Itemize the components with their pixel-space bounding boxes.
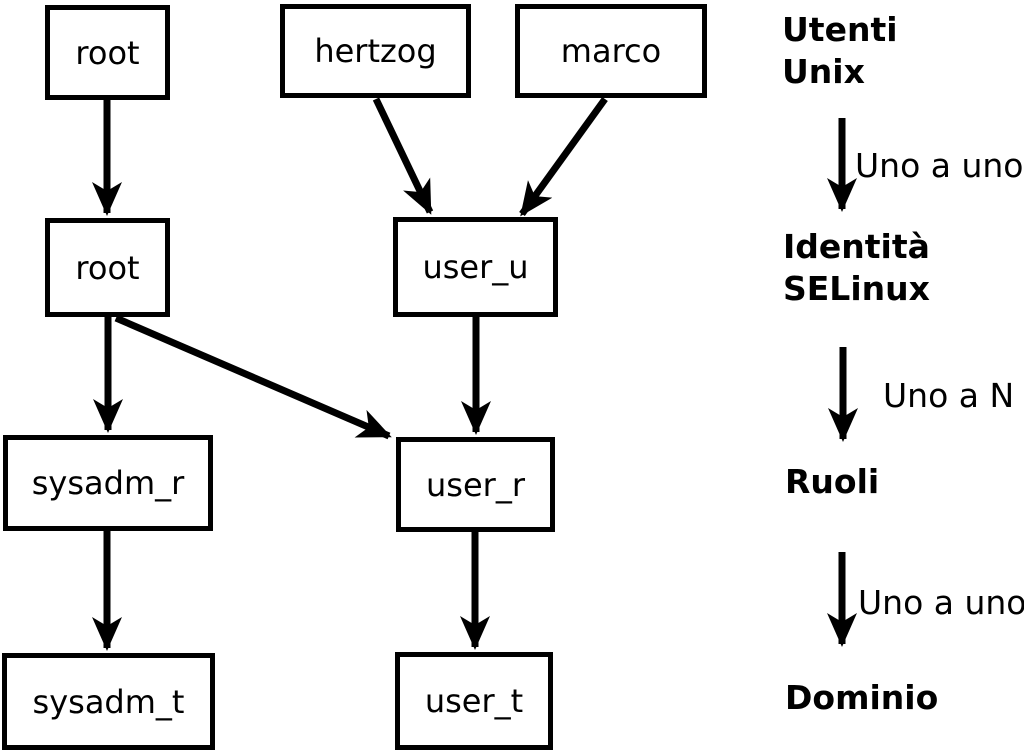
- arrow-marco-to-user-u: [519, 96, 608, 217]
- node-label: user_u: [422, 248, 529, 286]
- node-label: hertzog: [314, 32, 437, 70]
- legend-mapping-one-to-n: Uno a N: [883, 376, 1015, 415]
- node-selinux-identity-user-u: user_u: [393, 217, 558, 317]
- node-selinux-identity-root: root: [45, 218, 170, 317]
- legend-mapping-one-to-one-1: Uno a uno: [855, 146, 1024, 185]
- legend-level-roles: Ruoli: [785, 462, 880, 501]
- arrow-hertzog-to-user-u: [372, 97, 434, 215]
- node-label: sysadm_t: [32, 682, 185, 721]
- node-unix-user-root: root: [45, 5, 170, 100]
- node-label: root: [75, 248, 140, 287]
- node-unix-user-hertzog: hertzog: [280, 4, 471, 98]
- node-role-sysadm-r: sysadm_r: [3, 435, 213, 531]
- node-label: marco: [560, 32, 662, 70]
- legend-level-domain: Dominio: [785, 678, 939, 717]
- node-label: user_r: [426, 465, 525, 504]
- legend-mapping-one-to-one-2: Uno a uno: [858, 583, 1024, 622]
- arrow-root-to-user-r: [114, 314, 392, 440]
- node-label: user_t: [424, 682, 524, 720]
- node-role-user-r: user_r: [396, 437, 555, 532]
- node-domain-user-t: user_t: [395, 652, 553, 750]
- node-label: sysadm_r: [31, 464, 185, 502]
- node-label: root: [75, 33, 140, 72]
- legend-level-unix-users: Utenti Unix: [782, 10, 898, 91]
- node-domain-sysadm-t: sysadm_t: [2, 653, 215, 750]
- legend-level-selinux-identity: Identità SELinux: [783, 227, 930, 308]
- node-unix-user-marco: marco: [515, 4, 707, 98]
